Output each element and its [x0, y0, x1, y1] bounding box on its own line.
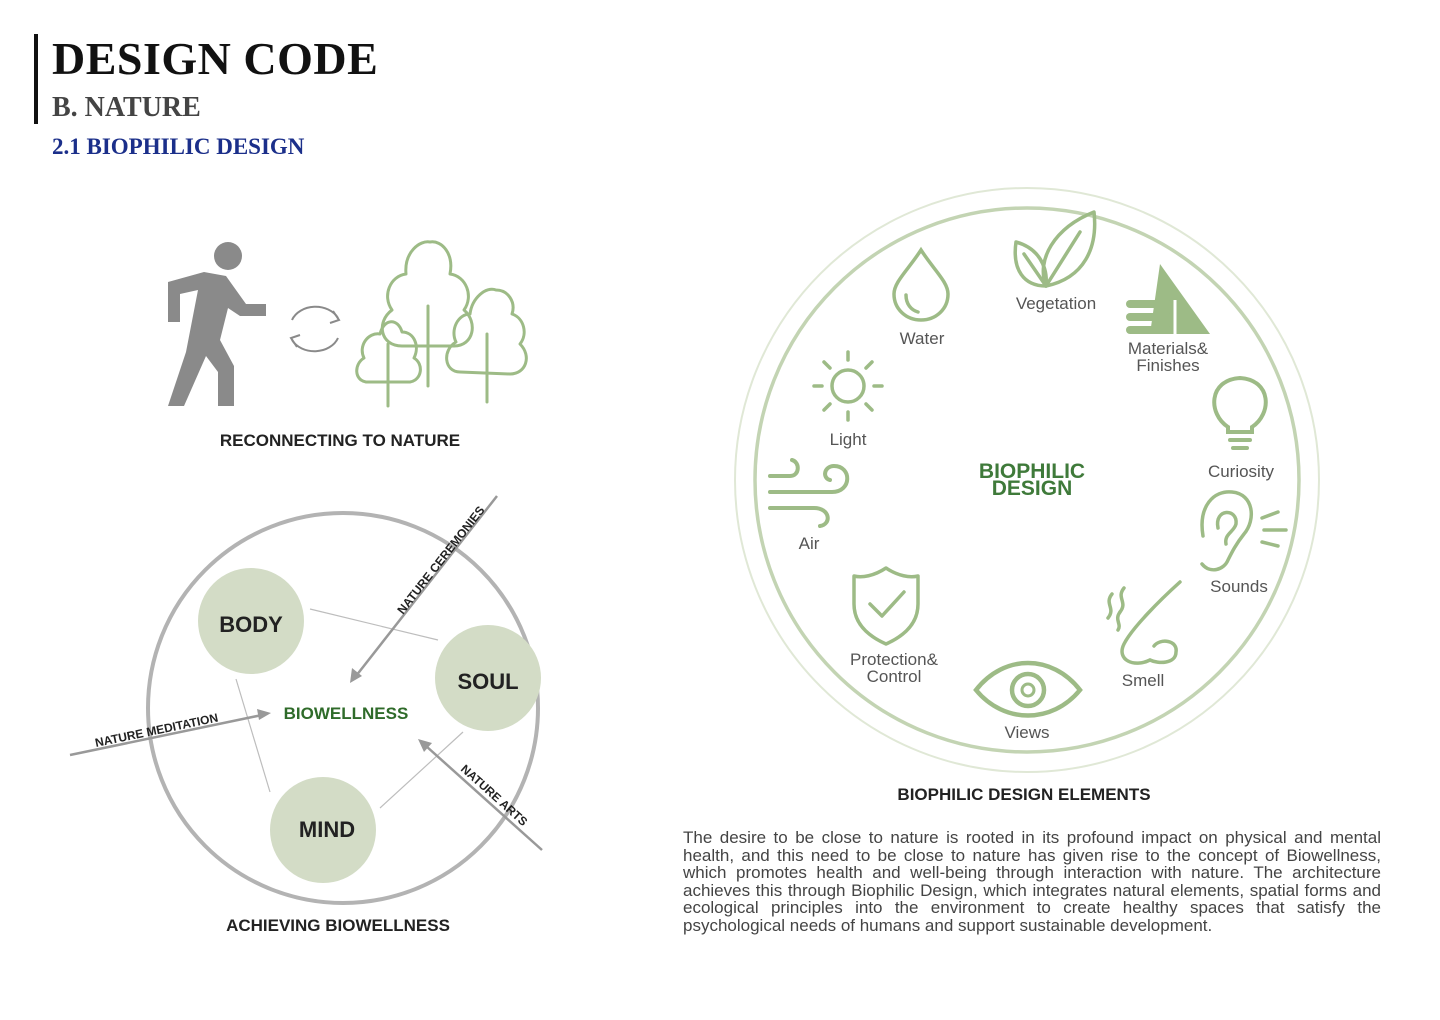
element-label-smell: Smell	[1122, 671, 1165, 690]
section-heading: 2.1 BIOPHILIC DESIGN	[52, 134, 305, 159]
element-label-air: Air	[799, 534, 820, 553]
materials-finishes-icon	[1126, 264, 1210, 334]
light-icon	[812, 350, 884, 422]
element-label-sounds: Sounds	[1210, 577, 1268, 596]
node-soul-label: SOUL	[457, 669, 518, 694]
biowellness-center-label: BIOWELLNESS	[284, 704, 409, 723]
nature-meditation-ray: NATURE MEDITATION	[69, 709, 271, 757]
views-eye-icon	[973, 660, 1083, 718]
walking-person-icon	[168, 242, 266, 406]
element-label-materials-2: Finishes	[1136, 356, 1199, 375]
protection-shield-icon	[852, 566, 920, 646]
element-label-vegetation: Vegetation	[1016, 294, 1096, 313]
reconnect-caption: RECONNECTING TO NATURE	[220, 431, 460, 450]
nature-arts-ray: NATURE ARTS	[418, 739, 543, 851]
cycle-arrows-icon	[289, 305, 341, 353]
trees-icon	[355, 240, 528, 408]
element-label-curiosity: Curiosity	[1208, 462, 1275, 481]
header-accent-bar	[34, 34, 38, 124]
element-label-protection-2: Control	[867, 667, 922, 686]
element-label-views: Views	[1004, 723, 1049, 742]
wheel-center-line2: DESIGN	[992, 477, 1073, 500]
elements-caption: BIOPHILIC DESIGN ELEMENTS	[897, 785, 1150, 804]
biowellness-diagram: NATURE CEREMONIES NATURE MEDITATION NATU…	[69, 495, 543, 905]
biowellness-outer-ring	[146, 511, 540, 905]
wheel-center-line1: BIOPHILIC	[979, 460, 1085, 483]
biowellness-caption: ACHIEVING BIOWELLNESS	[226, 916, 450, 935]
wheel-outer-ring	[734, 187, 1320, 773]
curiosity-bulb-icon	[1212, 375, 1268, 450]
wheel-inner-ring	[753, 206, 1301, 754]
node-soul: SOUL	[435, 625, 541, 731]
node-mind-label: MIND	[299, 817, 355, 842]
element-label-light: Light	[830, 430, 867, 449]
sounds-ear-icon	[1200, 490, 1288, 572]
node-mind: MIND	[270, 777, 376, 883]
smell-nose-icon	[1106, 580, 1182, 665]
vegetation-icon	[1013, 210, 1097, 288]
page-subtitle: B. NATURE	[52, 92, 201, 123]
water-icon	[892, 246, 950, 322]
element-label-protection-1: Protection&	[850, 650, 939, 669]
element-label-materials-1: Materials&	[1128, 339, 1209, 358]
air-wind-icon	[768, 458, 850, 528]
ray-label-meditation: NATURE MEDITATION	[94, 711, 220, 750]
node-connectors	[235, 608, 464, 809]
page-title: DESIGN CODE	[52, 33, 379, 84]
ray-label-ceremonies: NATURE CEREMONIES	[394, 503, 487, 616]
element-label-water: Water	[900, 329, 945, 348]
node-body: BODY	[198, 568, 304, 674]
biophilic-wheel: BIOPHILIC DESIGN Water Vegetation Materi…	[734, 187, 1320, 773]
description-paragraph: The desire to be close to nature is root…	[683, 828, 1381, 935]
node-body-label: BODY	[219, 612, 283, 637]
